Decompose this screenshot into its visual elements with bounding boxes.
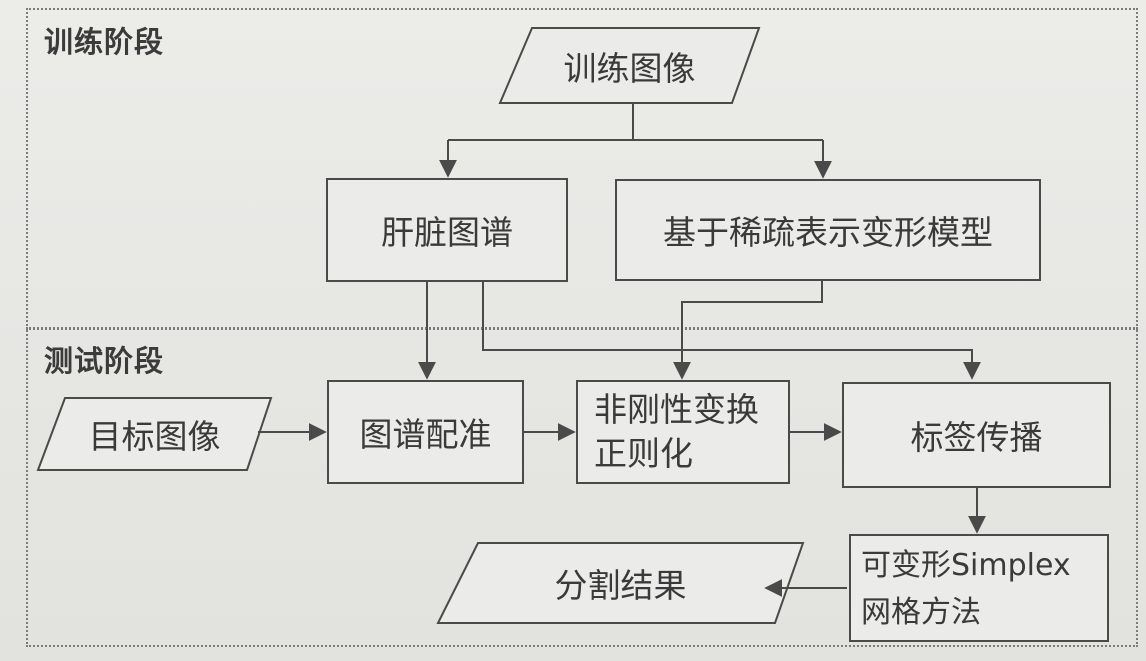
liver-atlas-box: 肝脏图谱 <box>326 178 568 282</box>
model-to-regularization-arrow <box>673 281 823 380</box>
training-image-label: 训练图像 <box>563 48 696 88</box>
training-image-shape <box>498 27 761 104</box>
target-image-shape <box>36 397 273 471</box>
training-stage-label: 训练阶段 <box>44 25 165 59</box>
simplex-line-1: 可变形Simplex <box>861 548 1071 583</box>
target-image-label: 目标图像 <box>88 417 221 456</box>
deformable-simplex-box: 可变形Simplex 网格方法 <box>849 534 1109 642</box>
nonrigid-line-1: 非刚性变换 <box>594 390 759 429</box>
testing-stage-label: 测试阶段 <box>44 344 165 378</box>
atlas-to-label-propagation-arrow <box>482 282 981 380</box>
nonrigid-regularization-box: 非刚性变换 正则化 <box>576 380 790 484</box>
atlas-registration-box: 图谱配准 <box>327 380 524 484</box>
segmentation-result-shape <box>436 542 805 624</box>
label-propagation-box: 标签传播 <box>842 382 1111 488</box>
nonrigid-line-2: 正则化 <box>594 434 693 473</box>
training-stage-region <box>26 8 1138 330</box>
sparse-deformation-model-box: 基于稀疏表示变形模型 <box>615 179 1041 281</box>
segmentation-result-label: 分割结果 <box>554 566 687 605</box>
testing-stage-region <box>26 327 1138 647</box>
simplex-line-2: 网格方法 <box>861 595 981 630</box>
